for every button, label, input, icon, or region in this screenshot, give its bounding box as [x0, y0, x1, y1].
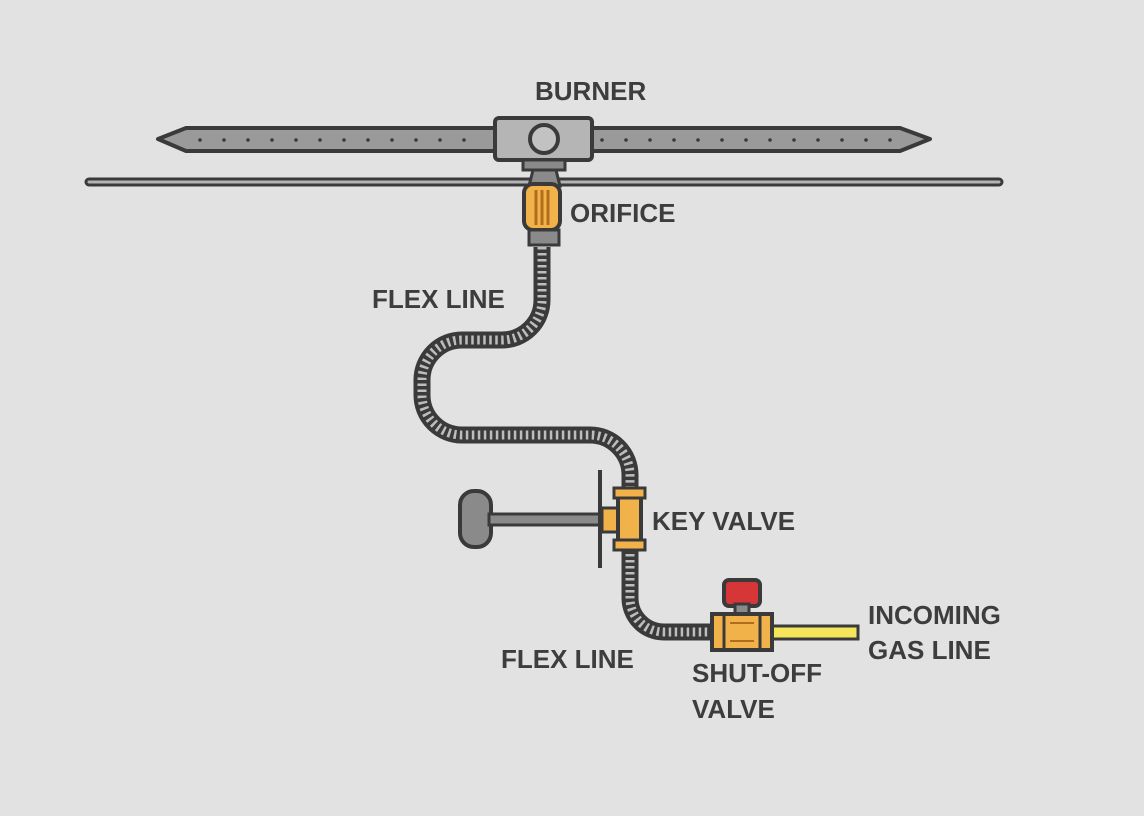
burner-port: [600, 138, 604, 142]
burner-port: [294, 138, 298, 142]
key-valve: [458, 470, 647, 568]
burner-port: [720, 138, 724, 142]
label-shutoff-valve-line2: VALVE: [692, 694, 775, 724]
label-shutoff-valve-line1: SHUT-OFF: [692, 658, 822, 688]
orifice: [522, 168, 562, 247]
burner: [156, 116, 932, 172]
burner-port: [840, 138, 844, 142]
label-key-valve: KEY VALVE: [652, 506, 795, 536]
orifice-nut: [527, 228, 561, 247]
burner-port: [864, 138, 868, 142]
burner-port: [390, 138, 394, 142]
burner-port: [648, 138, 652, 142]
shutoff-valve: [710, 578, 774, 652]
burner-port: [366, 138, 370, 142]
burner-hub-opening: [528, 123, 560, 155]
burner-port: [888, 138, 892, 142]
label-flex-line-upper: FLEX LINE: [372, 284, 505, 314]
burner-ports: [198, 138, 892, 142]
flex-line-upper: [413, 247, 639, 490]
burner-port: [768, 138, 772, 142]
burner-port: [198, 138, 202, 142]
key-handle: [458, 489, 493, 549]
label-incoming-gas-line-line1: INCOMING: [868, 600, 1001, 630]
shutoff-body: [710, 612, 774, 652]
burner-port: [222, 138, 226, 142]
label-incoming-gas-line-line2: GAS LINE: [868, 635, 991, 665]
burner-port: [270, 138, 274, 142]
burner-port: [414, 138, 418, 142]
burner-port: [792, 138, 796, 142]
burner-port: [438, 138, 442, 142]
key-stem: [487, 512, 605, 527]
burner-port: [462, 138, 466, 142]
label-burner: BURNER: [535, 76, 646, 106]
burner-port: [342, 138, 346, 142]
burner-port: [246, 138, 250, 142]
shutoff-handle: [722, 578, 762, 608]
key-valve-side: [600, 506, 620, 534]
flex-line-lower: [621, 548, 714, 641]
label-orifice: ORIFICE: [570, 198, 675, 228]
burner-port: [816, 138, 820, 142]
burner-port: [624, 138, 628, 142]
burner-port: [672, 138, 676, 142]
burner-port: [318, 138, 322, 142]
incoming-gas-line: [768, 624, 860, 641]
burner-port: [696, 138, 700, 142]
label-flex-line-lower: FLEX LINE: [501, 644, 634, 674]
burner-port: [744, 138, 748, 142]
